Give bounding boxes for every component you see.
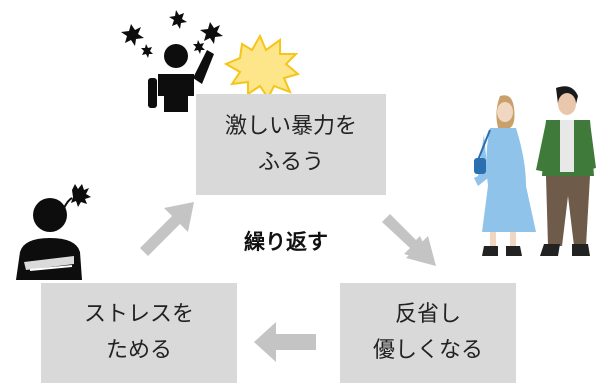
- angry-person-icon: [121, 10, 223, 112]
- box-violence-line1: 激しい暴力を: [224, 113, 357, 139]
- cycle-label: 繰り返す: [244, 230, 328, 254]
- box-stress: ストレスを ためる: [41, 283, 237, 383]
- couple-illustration: [474, 86, 596, 256]
- arrow-left: [254, 322, 316, 362]
- explosion-burst-icon: [223, 33, 301, 100]
- box-remorse-line2: 優しくなる: [372, 338, 483, 363]
- stressed-person-icon: [16, 184, 91, 280]
- box-stress-line1: ストレスを: [83, 302, 194, 327]
- box-stress-line2: ためる: [105, 338, 172, 363]
- arrow-down-right: [382, 214, 436, 266]
- box-remorse: 反省し 優しくなる: [340, 283, 516, 383]
- box-violence: 激しい暴力を ふるう: [196, 94, 386, 195]
- arrow-up-right: [140, 202, 194, 256]
- box-remorse-line1: 反省し: [394, 302, 461, 327]
- box-violence-line2: ふるう: [257, 149, 324, 175]
